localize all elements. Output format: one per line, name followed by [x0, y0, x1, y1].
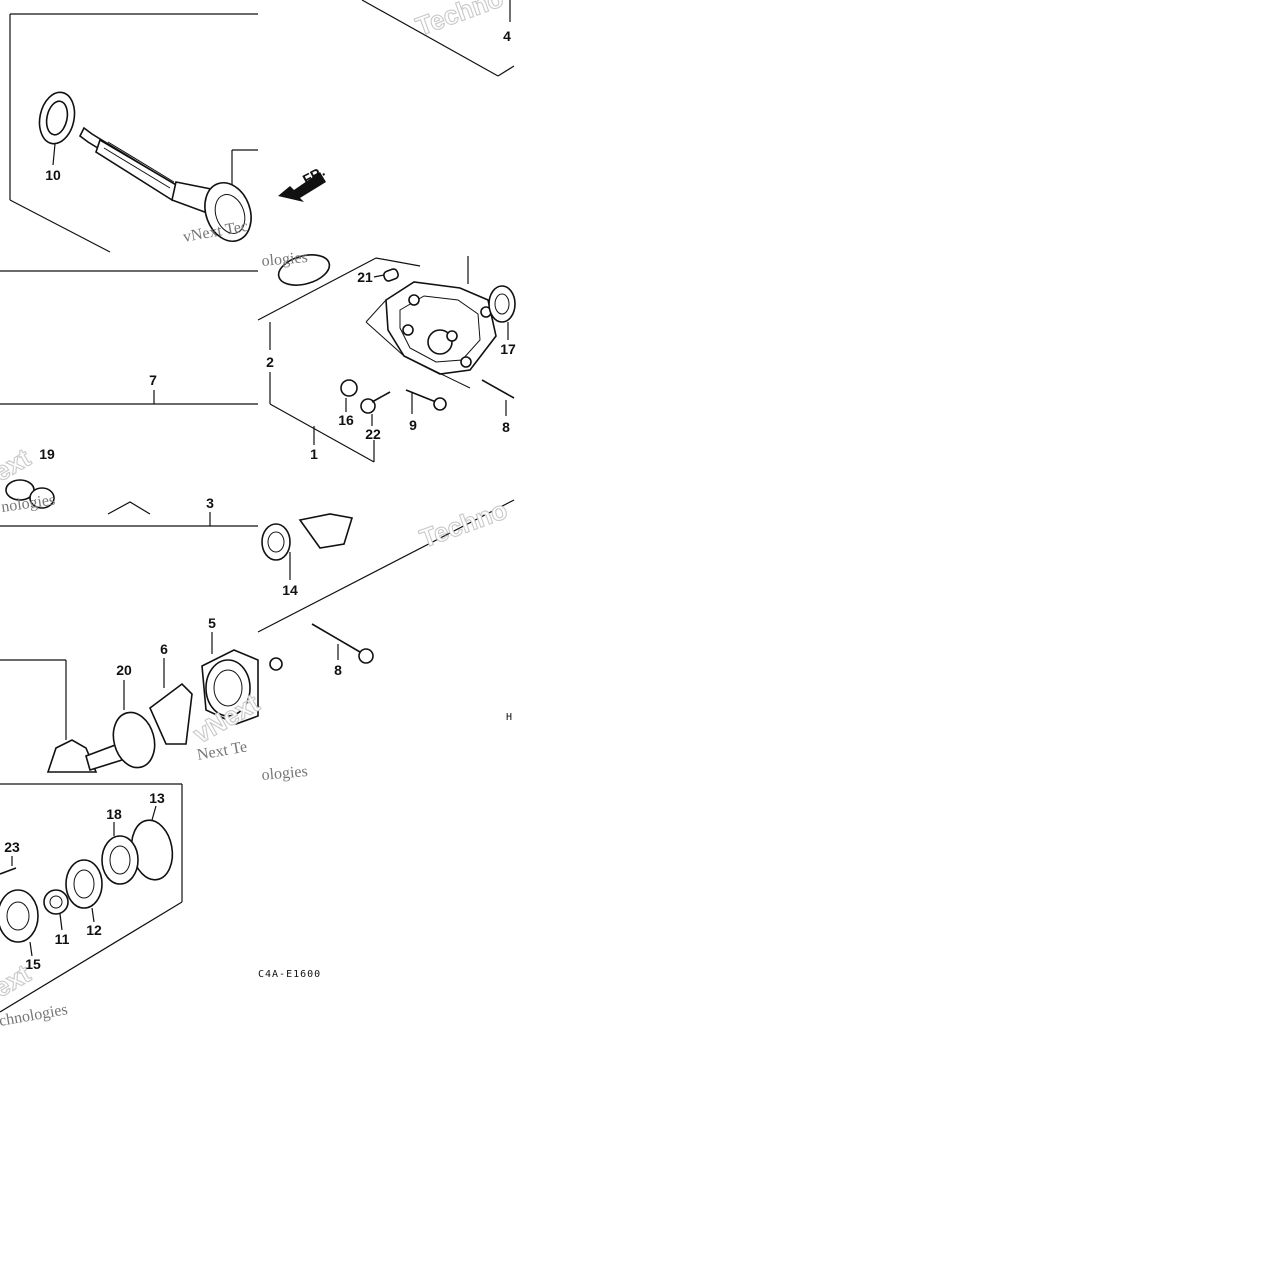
long-bolt-part — [481, 379, 515, 399]
edge-code: H — [506, 712, 513, 723]
panel-top-right — [361, 0, 515, 77]
callout-4: 4 — [503, 28, 511, 44]
callout-16: 16 — [338, 412, 354, 428]
pinion-gear-part — [46, 739, 123, 773]
panel-housing — [257, 254, 516, 463]
callout-19: 19 — [39, 446, 55, 462]
front-direction-arrow — [278, 172, 326, 202]
callout-14: 14 — [282, 582, 298, 598]
bearing-holder-part — [201, 649, 259, 725]
callout-3: 3 — [206, 495, 214, 511]
watermark-9: ologies — [261, 763, 309, 784]
callout-7: 7 — [149, 372, 157, 388]
callout-15: 15 — [25, 956, 41, 972]
callout-8-upper: 8 — [502, 419, 510, 435]
drive-shaft-part — [78, 126, 252, 242]
final-gear-case-part — [365, 281, 497, 389]
dowel-pin-part — [383, 268, 399, 282]
callout-6: 6 — [160, 641, 168, 657]
cap-part — [340, 379, 358, 397]
callout-21: 21 — [357, 269, 373, 285]
flange-bolt-part — [360, 391, 391, 414]
callout-23: 23 — [4, 839, 20, 855]
panel-shaft — [0, 13, 326, 272]
callouts: 1 2 3 4 5 6 7 8 8 9 10 11 12 13 14 15 16… — [4, 28, 516, 980]
bolt-9-part — [405, 389, 447, 411]
callout-9: 9 — [409, 417, 417, 433]
callout-10: 10 — [45, 167, 61, 183]
panel-bearing-stack — [0, 783, 183, 1013]
callout-5: 5 — [208, 615, 216, 631]
callout-17: 17 — [500, 341, 516, 357]
panel-pinion — [0, 499, 515, 773]
callout-18: 18 — [106, 806, 122, 822]
watermark-3: ologies — [261, 249, 309, 270]
callout-20: 20 — [116, 662, 132, 678]
watermark-4: Techno — [416, 494, 511, 553]
diagram-code: C4A-E1600 — [258, 969, 321, 980]
callout-2: 2 — [266, 354, 274, 370]
panel-middle — [0, 390, 258, 527]
gasket-part — [149, 682, 193, 745]
bearing-part — [488, 285, 516, 323]
oil-seal-part — [38, 91, 76, 145]
ball-bearing-part — [261, 523, 291, 561]
watermark-1: Techno — [412, 0, 507, 42]
needle-bearing-part — [101, 835, 139, 885]
callout-1: 1 — [310, 446, 318, 462]
callout-13: 13 — [149, 790, 165, 806]
callout-12: 12 — [86, 922, 102, 938]
callout-22: 22 — [365, 426, 381, 442]
long-bolt-lower-part — [311, 623, 374, 664]
callout-8-lower: 8 — [334, 662, 342, 678]
callout-11: 11 — [55, 931, 70, 947]
